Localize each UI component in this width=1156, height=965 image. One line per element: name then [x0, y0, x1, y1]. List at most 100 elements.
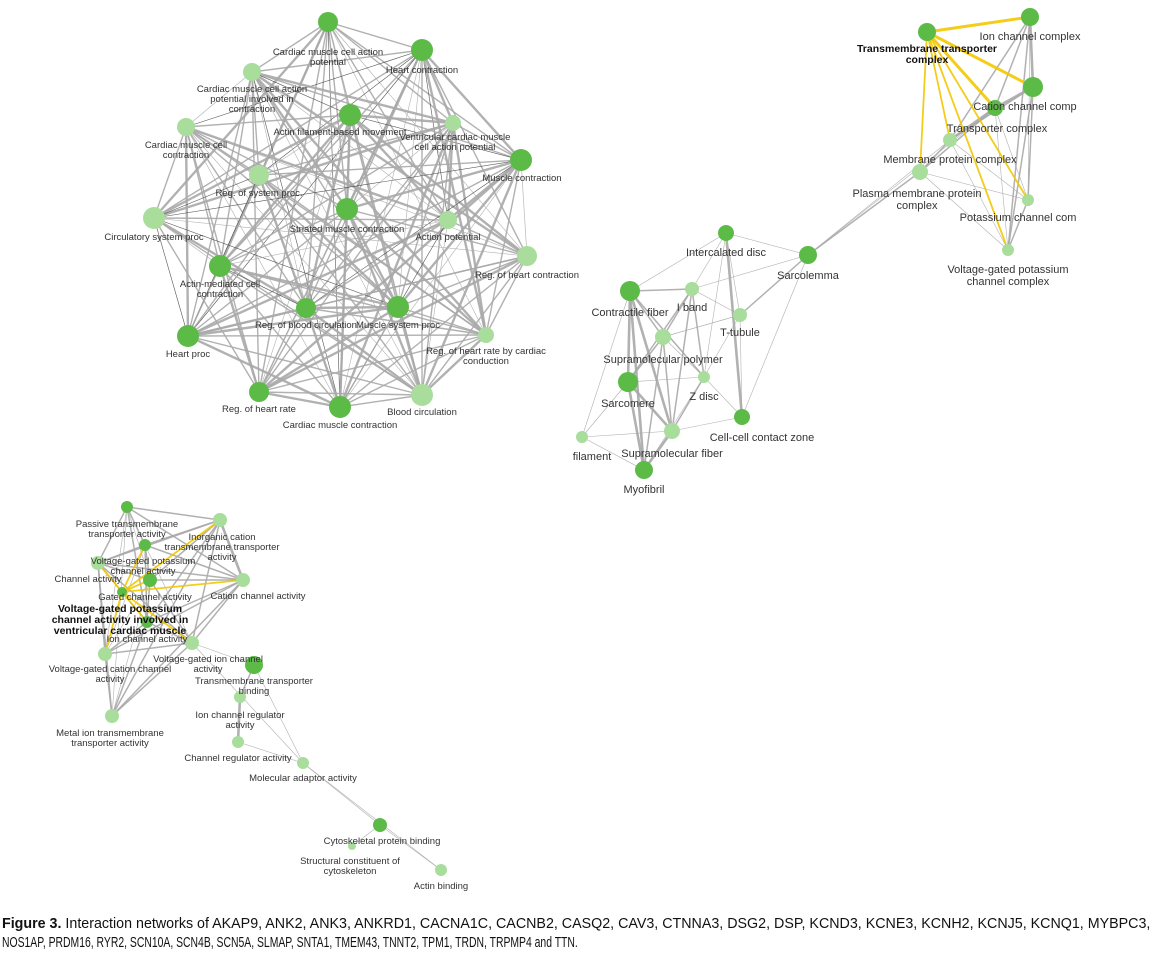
network-edge: [627, 376, 705, 383]
network-node[interactable]: [799, 246, 817, 264]
network-node[interactable]: [1021, 8, 1039, 26]
network-node[interactable]: [620, 281, 640, 301]
node-label: I band: [677, 302, 708, 314]
network-node[interactable]: [664, 423, 680, 439]
network-edge: [126, 506, 244, 581]
network-edge: [153, 217, 528, 257]
network-node[interactable]: [655, 329, 671, 345]
network-node[interactable]: [718, 225, 734, 241]
network-node[interactable]: [243, 63, 261, 81]
network-node[interactable]: [141, 616, 153, 628]
network-edge: [219, 265, 487, 336]
node-label-line: ventricular cardiac muscle: [54, 625, 187, 637]
network-edge: [104, 579, 151, 655]
network-edge: [185, 71, 253, 128]
network-node[interactable]: [329, 396, 351, 418]
network-node[interactable]: [232, 736, 244, 748]
network-node[interactable]: [698, 371, 710, 383]
network-edge: [305, 305, 399, 310]
network-edge: [258, 305, 399, 394]
network-edge: [305, 307, 487, 336]
network-node[interactable]: [339, 104, 361, 126]
network-node[interactable]: [117, 587, 127, 597]
network-node[interactable]: [411, 39, 433, 61]
node-label: Contractile fiber: [591, 307, 668, 319]
network-edge: [919, 171, 1009, 251]
network-edge: [187, 334, 487, 337]
node-label: Z disc: [689, 391, 719, 403]
node-label-line: Intercalated disc: [686, 247, 767, 259]
network-edge: [258, 307, 307, 393]
network-edge: [153, 217, 449, 221]
network-node[interactable]: [249, 382, 269, 402]
network-node[interactable]: [177, 118, 195, 136]
node-label: Actin binding: [414, 881, 468, 892]
network-node[interactable]: [98, 647, 112, 661]
network-edge: [251, 70, 454, 125]
network-edge: [258, 254, 528, 394]
network-node[interactable]: [185, 636, 199, 650]
node-label-line: Plasma membrane protein: [852, 188, 981, 200]
network-edge: [1028, 16, 1035, 88]
network-node[interactable]: [478, 327, 494, 343]
network-node[interactable]: [143, 573, 157, 587]
network-node[interactable]: [139, 539, 151, 551]
network-node[interactable]: [318, 12, 338, 32]
network-node[interactable]: [733, 308, 747, 322]
network-node[interactable]: [209, 255, 231, 277]
network-node[interactable]: [618, 372, 638, 392]
network-node[interactable]: [918, 23, 936, 41]
network-node[interactable]: [1023, 77, 1043, 97]
network-node[interactable]: [121, 501, 133, 513]
network-node[interactable]: [517, 246, 537, 266]
network-node[interactable]: [1022, 194, 1034, 206]
network-node[interactable]: [734, 409, 750, 425]
network-node[interactable]: [987, 100, 1003, 116]
network-node[interactable]: [387, 296, 409, 318]
network-node[interactable]: [336, 198, 358, 220]
network-node[interactable]: [576, 431, 588, 443]
network-edge: [144, 544, 244, 581]
network-node[interactable]: [1002, 244, 1014, 256]
network-node[interactable]: [912, 164, 928, 180]
network-edge: [421, 334, 487, 396]
network-edge: [251, 71, 423, 396]
network-node[interactable]: [510, 149, 532, 171]
network-node[interactable]: [177, 325, 199, 347]
network-edge: [396, 306, 424, 396]
node-label-line: Heart proc: [166, 349, 211, 360]
network-edge: [345, 208, 400, 308]
network-node[interactable]: [439, 211, 457, 229]
network-node[interactable]: [249, 165, 269, 185]
network-node[interactable]: [236, 573, 250, 587]
network-node[interactable]: [296, 298, 316, 318]
network-node[interactable]: [411, 384, 433, 406]
node-label-line: activity: [225, 720, 254, 731]
network-node[interactable]: [234, 691, 246, 703]
network-node[interactable]: [213, 513, 227, 527]
network-node[interactable]: [143, 207, 165, 229]
network-node[interactable]: [685, 282, 699, 296]
network-edge: [671, 376, 705, 432]
node-label: Transporter complex: [947, 123, 1048, 135]
network-node[interactable]: [943, 133, 957, 147]
network-edge: [153, 49, 423, 219]
network-edge: [185, 126, 399, 308]
network-node[interactable]: [348, 842, 356, 850]
network-node[interactable]: [105, 709, 119, 723]
network-node[interactable]: [445, 115, 461, 131]
network-node[interactable]: [635, 461, 653, 479]
figure-caption: Figure 3. Interaction networks of AKAP9,…: [2, 914, 1152, 952]
node-label: Cardiac muscle contraction: [283, 420, 398, 431]
network-node[interactable]: [245, 656, 263, 674]
node-label-line: potential: [310, 57, 346, 68]
node-label-line: Transporter complex: [947, 123, 1048, 135]
network-edge: [629, 288, 693, 292]
network-edge: [305, 219, 449, 309]
network-node[interactable]: [91, 556, 105, 570]
network-node[interactable]: [435, 864, 447, 876]
network-node[interactable]: [373, 818, 387, 832]
network-node[interactable]: [297, 757, 309, 769]
